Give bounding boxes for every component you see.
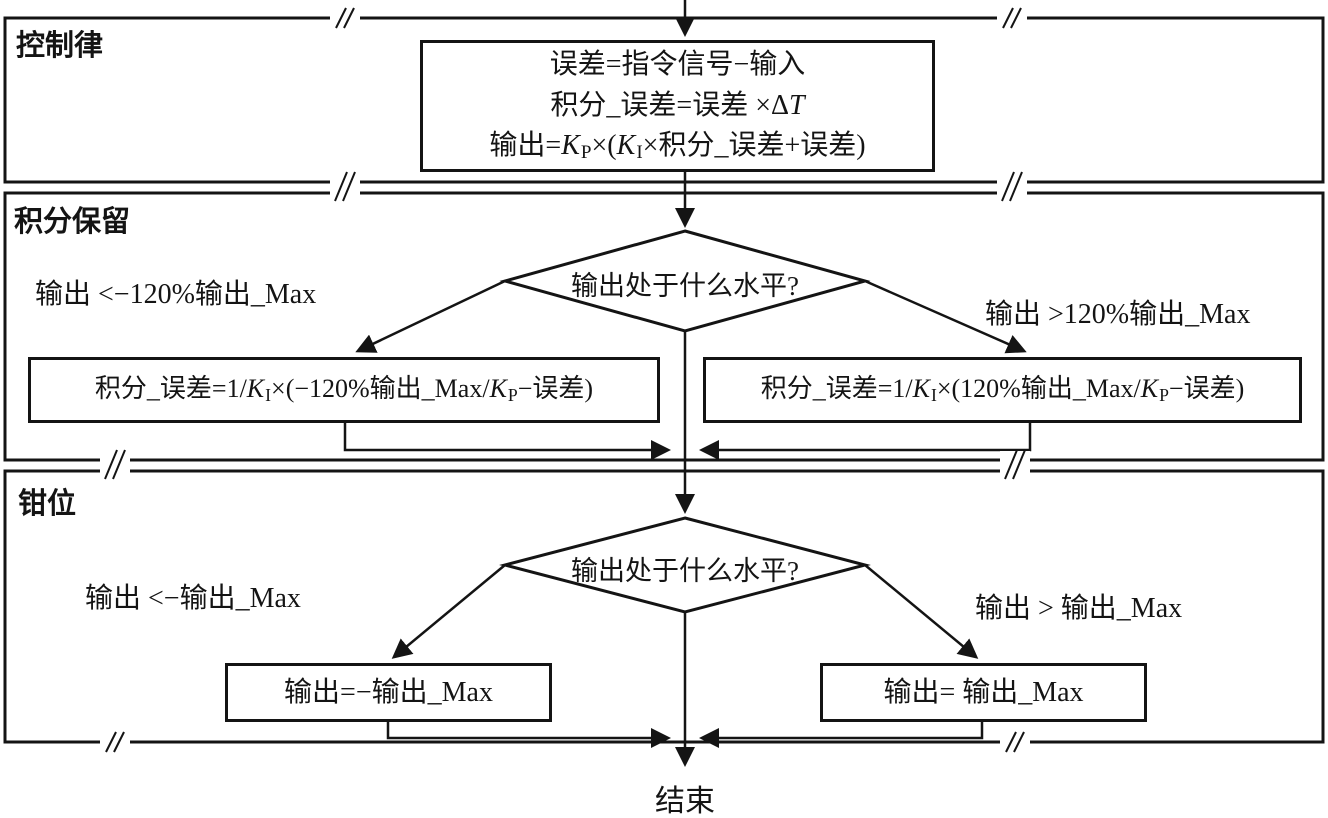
break-mark [997, 7, 1027, 29]
section-label-integral-hold: 积分保留 [14, 206, 131, 238]
clamp-left-action-box: 输出=−输出_Max [225, 663, 552, 722]
section-label-control-law: 控制律 [16, 30, 104, 62]
condition-label-integral-right: 输出 >120%输出_Max [985, 299, 1251, 330]
integral-hold-right-action-box: 积分_误差=1/KI×(120%输出_Max/KP−误差) [703, 357, 1302, 423]
arrow-decision1-right [864, 279, 1027, 354]
break-mark [100, 731, 130, 753]
break-mark [330, 7, 360, 29]
section-frame-integral-hold [3, 191, 1325, 462]
break-mark [997, 171, 1027, 202]
control-law-line-2: 积分_误差=误差 ×ΔT [550, 89, 805, 121]
section-label-clamp: 钳位 [18, 488, 77, 520]
clamp-left-action-text: 输出=−输出_Max [284, 676, 493, 708]
clamp-right-action-text: 输出= 输出_Max [883, 676, 1084, 708]
condition-label-clamp-right: 输出 > 输出_Max [975, 593, 1183, 624]
integral-hold-left-action-text: 积分_误差=1/KI×(−120%输出_Max/KP−误差) [94, 374, 594, 406]
merge-line-s2-left [343, 423, 671, 460]
condition-label-clamp-left: 输出 <−输出_Max [85, 583, 301, 614]
decision-text-clamp: 输出处于什么水平? [571, 556, 799, 586]
break-mark [1000, 731, 1030, 753]
arrow-decision2-left [391, 564, 506, 659]
decision-text-integral-hold: 输出处于什么水平? [571, 271, 799, 301]
section-frame-control-law [3, 16, 1325, 184]
condition-label-integral-left: 输出 <−120%输出_Max [35, 279, 317, 310]
connectors [343, 0, 1032, 767]
control-law-line-3: 输出=KP×(KI×积分_误差+误差) [489, 130, 866, 164]
integral-hold-right-action-text: 积分_误差=1/KI×(120%输出_Max/KP−误差) [760, 374, 1245, 406]
arrow-decision2-right [864, 564, 979, 659]
break-mark [330, 171, 360, 202]
arrow-decision1-left [355, 279, 506, 353]
merge-line-s3-right [699, 721, 984, 748]
decision-diamond-clamp [499, 516, 871, 614]
merge-line-s2-right [699, 423, 1032, 460]
break-mark [1000, 449, 1030, 480]
merge-line-s3-left [386, 721, 671, 748]
end-label: 结束 [655, 785, 715, 818]
control-law-box: 误差=指令信号−输入 积分_误差=误差 ×ΔT 输出=KP×(KI×积分_误差+… [420, 40, 935, 172]
integral-hold-left-action-box: 积分_误差=1/KI×(−120%输出_Max/KP−误差) [28, 357, 660, 423]
decision-diamond-integral-hold [499, 229, 871, 333]
clamp-right-action-box: 输出= 输出_Max [820, 663, 1147, 722]
control-law-line-1: 误差=指令信号−输入 [549, 49, 806, 80]
break-mark [100, 449, 130, 480]
break-marks [100, 7, 1030, 753]
